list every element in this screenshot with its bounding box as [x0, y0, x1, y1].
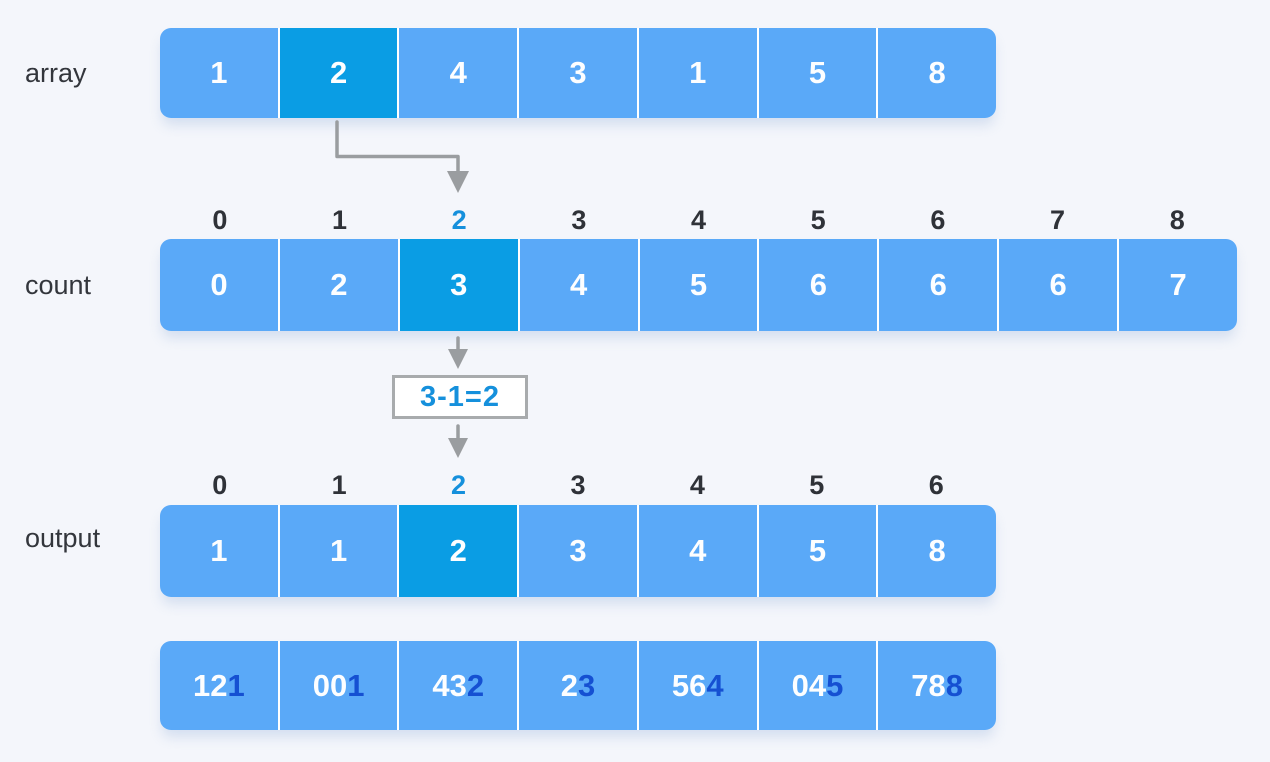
stability-prefix: 78	[911, 667, 946, 703]
output-cell: 5	[758, 505, 879, 597]
output-cell: 1	[279, 505, 400, 597]
output-index-row: 0 1 2 3 4 5 6	[160, 469, 996, 501]
stability-prefix: 2	[560, 667, 579, 703]
count-index: 3	[571, 205, 587, 235]
count-bar: 0 2 3 4 5 6 6 6 7	[160, 239, 1237, 331]
arrow-equation-to-output-head	[448, 438, 468, 458]
array-cell: 5	[758, 28, 879, 118]
count-index: 5	[810, 205, 826, 235]
array-cell: 8	[878, 28, 996, 118]
count-index: 8	[1169, 205, 1185, 235]
count-index: 1	[331, 205, 348, 235]
arrow-count-to-equation-head	[448, 349, 468, 369]
array-cell: 1	[638, 28, 759, 118]
count-cell: 2	[279, 239, 400, 331]
output-index: 3	[570, 470, 586, 500]
stability-suffix: 3	[578, 667, 596, 703]
output-index: 6	[928, 470, 944, 500]
count-index: 6	[930, 205, 946, 235]
count-cell-highlighted: 3	[399, 239, 520, 331]
count-cell: 4	[519, 239, 640, 331]
output-cell: 1	[160, 505, 280, 597]
stability-suffix: 1	[347, 667, 365, 703]
count-cell: 6	[759, 239, 880, 331]
output-index: 5	[809, 470, 825, 500]
array-bar: 1 2 4 3 1 5 8	[160, 28, 996, 118]
stability-prefix: 04	[791, 667, 827, 703]
array-cell: 4	[399, 28, 520, 118]
elbow-arrow-head	[447, 171, 469, 193]
output-cell: 3	[519, 505, 639, 597]
array-row-label: array	[25, 58, 87, 88]
equation-text: 3-1=2	[420, 380, 500, 413]
output-index: 1	[331, 470, 347, 500]
stability-prefix: 43	[432, 667, 467, 703]
stability-suffix: 2	[466, 667, 485, 703]
stability-prefix: 56	[671, 667, 707, 703]
count-row-label: count	[25, 270, 92, 300]
array-cell-highlighted: 2	[279, 28, 400, 118]
stability-prefix: 00	[312, 667, 348, 703]
output-index-highlighted: 2	[451, 470, 467, 500]
count-index-row: 0 1 2 3 4 5 6 7 8	[160, 204, 1237, 236]
equation-box: 3-1=2	[392, 375, 528, 419]
output-cell: 8	[878, 505, 996, 597]
output-index: 4	[689, 470, 705, 500]
count-index-highlighted: 2	[451, 205, 467, 235]
output-row-label: output	[25, 523, 101, 553]
output-index: 0	[212, 470, 228, 500]
stability-suffix: 8	[945, 667, 964, 703]
array-cell: 3	[519, 28, 639, 118]
stability-suffix: 5	[826, 667, 844, 703]
count-cell: 5	[639, 239, 760, 331]
count-cell: 7	[1119, 239, 1237, 331]
stability-prefix: 12	[192, 667, 228, 703]
stability-suffix: 4	[706, 667, 724, 703]
count-index: 4	[691, 205, 707, 235]
count-cell: 6	[999, 239, 1120, 331]
count-cell: 0	[160, 239, 280, 331]
count-index: 0	[212, 205, 228, 235]
count-cell: 6	[879, 239, 1000, 331]
count-index: 7	[1050, 205, 1066, 235]
array-cell: 1	[160, 28, 280, 118]
output-cell: 4	[638, 505, 759, 597]
stability-suffix: 1	[227, 667, 245, 703]
elbow-arrow-array-to-count	[335, 120, 460, 174]
output-cell-highlighted: 2	[399, 505, 520, 597]
output-bar: 1 1 2 3 4 5 8	[160, 505, 996, 597]
